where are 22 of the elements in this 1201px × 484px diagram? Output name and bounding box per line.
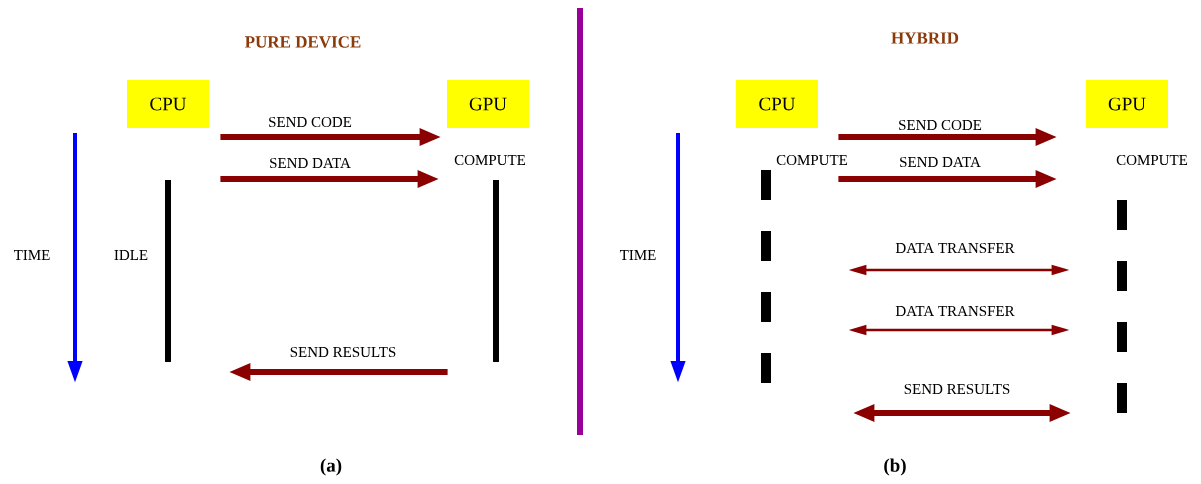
processor-box: CPU [127, 80, 209, 128]
edge-label: DATA TRANSFER [893, 240, 1017, 256]
edge-label: SEND CODE [266, 114, 354, 130]
panel-heading: PURE DEVICE [244, 36, 361, 48]
processor-box: GPU [447, 80, 529, 128]
state-label: IDLE [114, 250, 148, 260]
processor-box: CPU [736, 80, 818, 128]
state-label: COMPUTE [454, 155, 526, 166]
panel-caption: (b) [884, 458, 906, 476]
edge-label: SEND DATA [897, 154, 983, 170]
time-label: TIME [13, 250, 50, 260]
edge-label: SEND RESULTS [287, 344, 399, 360]
state-label: COMPUTE [776, 155, 848, 166]
processor-box: GPU [1086, 80, 1168, 128]
panel-caption: (a) [320, 458, 342, 476]
panel-heading: HYBRID [891, 32, 959, 44]
edge-label: DATA TRANSFER [893, 303, 1017, 319]
edge-label: SEND DATA [267, 155, 353, 171]
state-label: COMPUTE [1116, 155, 1188, 166]
edge-label: SEND RESULTS [901, 381, 1013, 397]
time-label: TIME [619, 250, 656, 260]
edge-label: SEND CODE [896, 117, 984, 133]
